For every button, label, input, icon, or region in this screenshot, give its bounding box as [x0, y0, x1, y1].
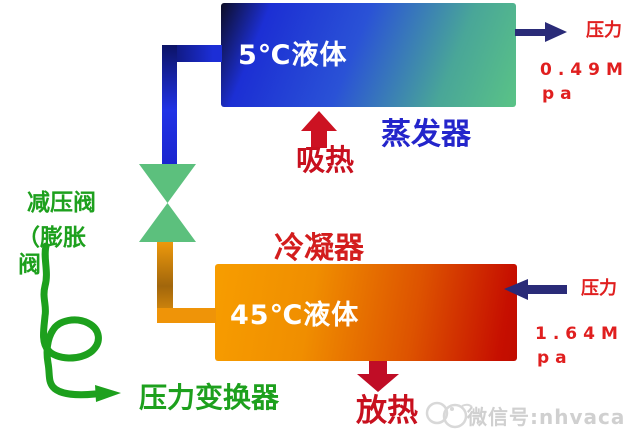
- evaporator-outlet-pressure-label: 压力: [586, 20, 622, 41]
- expansion-valve-icon: [139, 164, 196, 242]
- valve-label-line2: （膨胀: [17, 225, 86, 251]
- valve-label-line1: 减压阀: [27, 190, 96, 216]
- evaporator-vessel: [221, 3, 516, 107]
- pressure-transformer-label: 压力变换器: [139, 381, 280, 414]
- blue-pipe-horizontal: [162, 45, 222, 62]
- watermark-text: 微信号:nhvaca: [467, 405, 626, 429]
- condenser-inlet-pressure-unit: pa: [537, 348, 573, 368]
- hand-drawn-loop-arrow: [40, 242, 102, 399]
- valve-label-line3: 阀: [18, 252, 41, 278]
- evaporator-body-label: 5℃液体: [238, 40, 348, 71]
- condenser-inlet-pressure-label: 压力: [581, 278, 617, 299]
- condenser-inlet-pressure-value: 1.64M: [535, 324, 624, 344]
- release-heat-arrow-icon: [357, 361, 399, 392]
- evaporator-outlet-pressure-value: 0.49M: [540, 60, 629, 80]
- condenser-body-label: 45℃液体: [230, 300, 360, 331]
- hand-drawn-arrowhead-icon: [95, 385, 121, 402]
- orange-pipe-vertical: [157, 241, 173, 323]
- orange-pipe-horizontal: [157, 308, 216, 323]
- watermark-dove-icon: [425, 401, 473, 429]
- condenser-vessel: [215, 264, 517, 361]
- condenser-name-label: 冷凝器: [274, 231, 364, 266]
- evaporator-outlet-arrow-icon: [515, 22, 567, 42]
- release-heat-label: 放热: [356, 393, 418, 429]
- blue-pipe-vertical: [162, 45, 177, 164]
- absorb-heat-label: 吸热: [296, 143, 355, 177]
- evaporator-outlet-pressure-unit: pa: [542, 84, 578, 104]
- evaporator-name-label: 蒸发器: [381, 117, 471, 152]
